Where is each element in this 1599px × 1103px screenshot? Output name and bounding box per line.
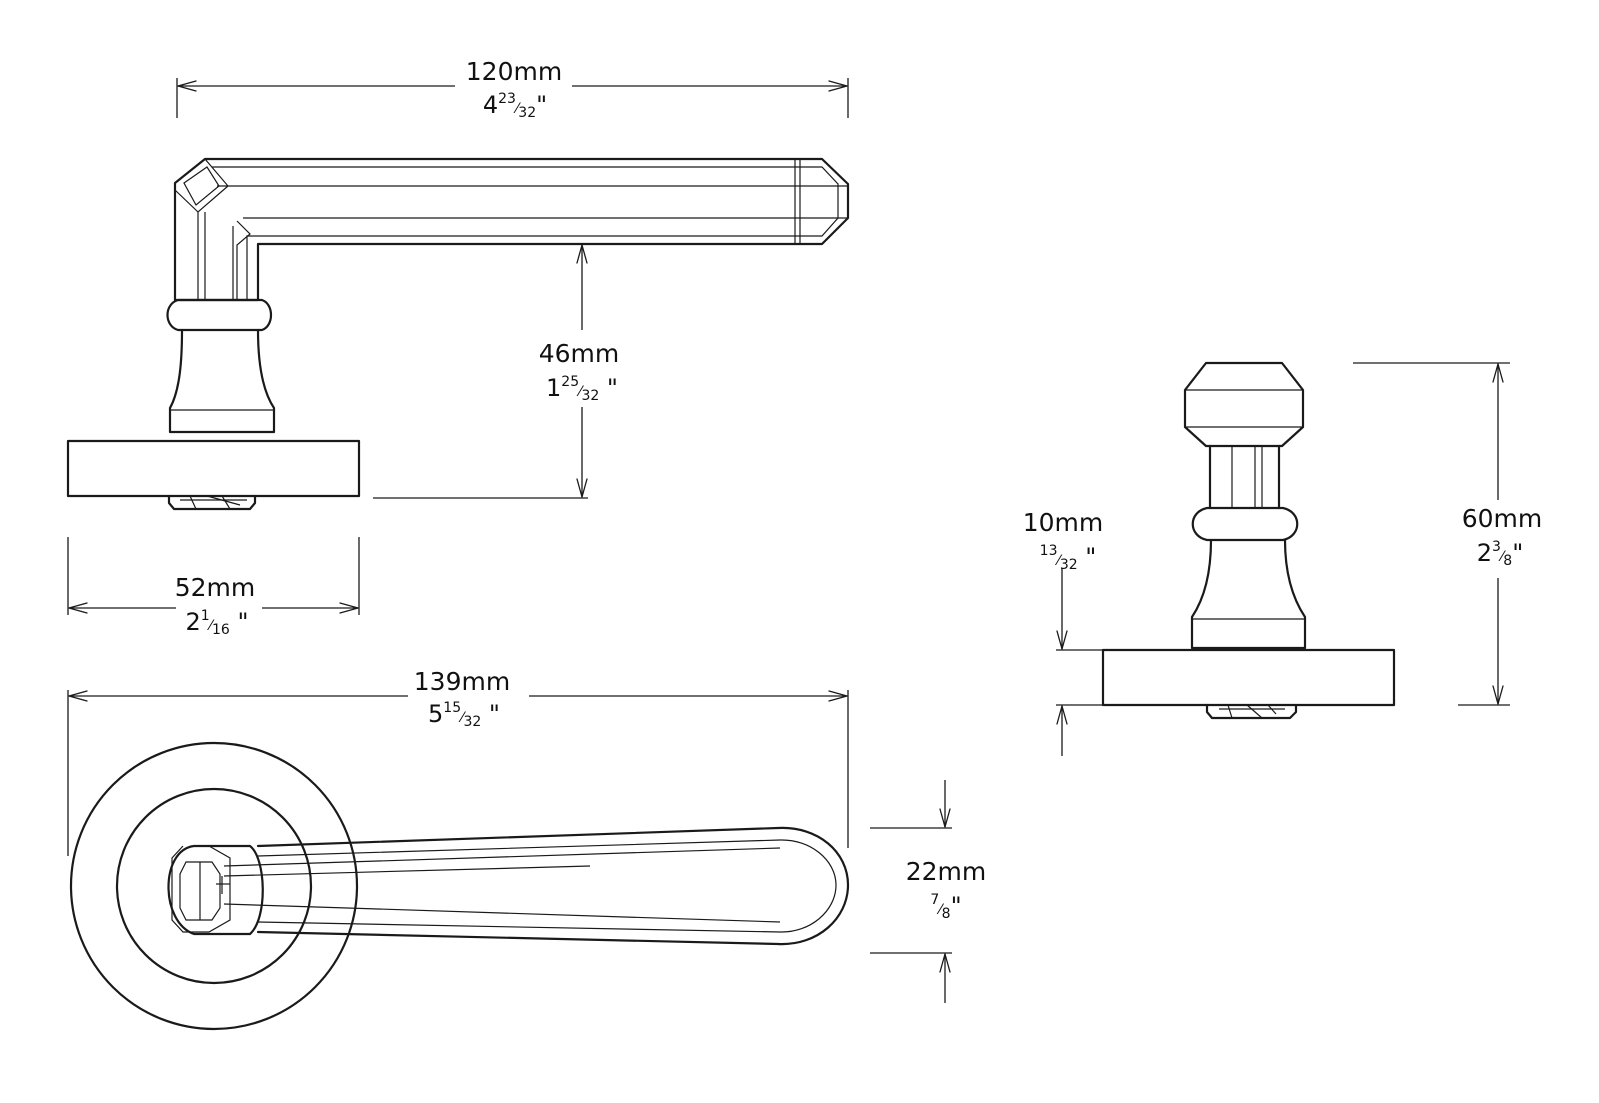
label-120mm: 120mm: [466, 57, 562, 86]
label-60mm: 60mm: [1462, 504, 1543, 533]
side-view-lever: [66, 157, 850, 511]
label-2-1-16-inch: 21⁄16 ": [185, 608, 248, 638]
label-1-25-32-inch: 125⁄32 ": [546, 374, 618, 404]
dimension-120mm: 120mm 423⁄32": [176, 57, 849, 121]
end-view-lever: [1101, 361, 1396, 720]
label-139mm: 139mm: [414, 667, 510, 696]
dimension-10mm: 10mm 13⁄32 ": [1023, 508, 1104, 756]
label-13-32-inch: 13⁄32 ": [1040, 543, 1097, 573]
dimension-139mm: 139mm 515⁄32 ": [67, 667, 849, 856]
label-4-23-32-inch: 423⁄32": [483, 91, 547, 121]
label-52mm: 52mm: [175, 573, 256, 602]
label-7-8-inch: 7⁄8": [930, 892, 961, 922]
dimension-46mm: 46mm 125⁄32 ": [373, 244, 620, 499]
dimension-60mm: 60mm 23⁄8": [1353, 362, 1543, 706]
label-22mm: 22mm: [906, 857, 987, 886]
plan-view-lever: [69, 741, 850, 1031]
dimension-52mm: 52mm 21⁄16 ": [67, 537, 360, 638]
label-10mm: 10mm: [1023, 508, 1104, 537]
label-2-3-8-inch: 23⁄8": [1477, 539, 1524, 569]
dimension-22mm: 22mm 7⁄8": [870, 780, 986, 1003]
label-46mm: 46mm: [539, 339, 620, 368]
label-5-15-32-inch: 515⁄32 ": [428, 700, 500, 730]
